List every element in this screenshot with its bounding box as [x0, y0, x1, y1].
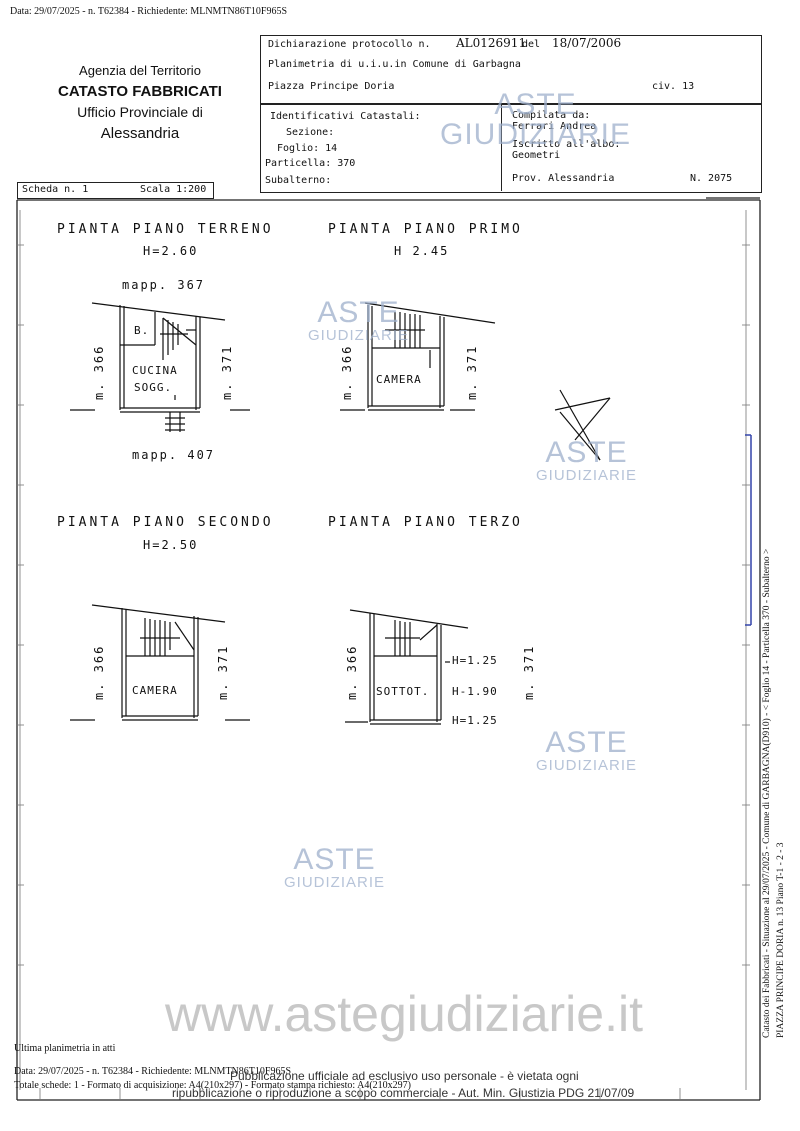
terreno-room-cucina: CUCINA — [132, 364, 178, 377]
plan-title-primo: PIANTA PIANO PRIMO — [328, 222, 523, 237]
compiled-label: Compilata da: — [512, 110, 591, 121]
compiler-number: N. 2075 — [690, 173, 733, 184]
plan-title-terzo: PIANTA PIANO TERZO — [328, 515, 523, 530]
terzo-left-label: m. 366 — [345, 644, 359, 700]
secondo-left-label: m. 366 — [92, 644, 106, 700]
compiler-name: Ferrari Andrea — [512, 121, 597, 132]
identifiers-box — [260, 103, 762, 193]
terzo-height-3: H=1.25 — [452, 714, 498, 727]
terzo-right-label: m. 371 — [522, 644, 536, 700]
aste-watermark: ASTE GIUDIZIARIE — [284, 843, 386, 891]
compiler-province: Prov. Alessandria — [512, 173, 615, 184]
terreno-left-label: m. 366 — [92, 344, 106, 400]
terreno-room-bagno: B. — [134, 324, 150, 337]
watermark-giudiziarie-4: GIUDIZIARIE — [536, 757, 638, 774]
notice-line2: ripubblicazione o riproduzione a scopo c… — [172, 1086, 635, 1100]
compiler-profession: Geometri — [512, 150, 561, 161]
del-label: del — [522, 39, 541, 50]
plan-height-primo: H 2.45 — [394, 244, 450, 258]
primo-right-label: m. 371 — [465, 344, 479, 400]
terreno-top-label: mapp. 367 — [122, 278, 206, 292]
particella-value: Particella: 370 — [265, 158, 356, 169]
footer-totals: Totale schede: 1 - Formato di acquisizio… — [14, 1080, 411, 1091]
declaration-box — [260, 35, 762, 105]
scala-value: Scala 1:200 — [140, 184, 207, 195]
last-planimetry: Ultima planimetria in atti — [14, 1043, 116, 1054]
plan-title-secondo: PIANTA PIANO SECONDO — [57, 515, 274, 530]
terzo-room-sottotetto: SOTTOT. — [376, 685, 430, 698]
terreno-right-label: m. 371 — [220, 344, 234, 400]
watermark-aste-4: ASTE — [545, 726, 628, 759]
secondo-right-label: m. 371 — [216, 644, 230, 700]
watermark-aste-5: ASTE — [293, 843, 376, 876]
watermark-giudiziarie-1: GIUDIZIARIE — [440, 118, 632, 151]
aste-watermark: ASTE GIUDIZIARIE — [440, 90, 631, 150]
agency-name: Agenzia del Territorio — [79, 63, 201, 78]
secondo-room-camera: CAMERA — [132, 684, 178, 697]
scheda-box — [17, 182, 214, 199]
identifiers-title: Identificativi Catastali: — [270, 111, 421, 122]
watermark-aste-1: ASTE — [494, 88, 577, 121]
notice-line1: Pubblicazione ufficiale ad esclusivo uso… — [230, 1069, 579, 1083]
terzo-height-2: H-1.90 — [452, 685, 498, 698]
agency-city: Alessandria — [100, 125, 180, 142]
plan-title-terreno: PIANTA PIANO TERRENO — [57, 222, 274, 237]
terreno-bottom-label: mapp. 407 — [132, 448, 216, 462]
watermark-aste-2: ASTE — [317, 296, 400, 329]
sezione-label: Sezione: — [286, 127, 335, 138]
terreno-room-sogg: SOGG. — [134, 381, 173, 394]
terzo-height-1: H=1.25 — [452, 654, 498, 667]
plan-height-secondo: H=2.50 — [143, 538, 199, 552]
watermark-giudiziarie-2: GIUDIZIARIE — [308, 327, 410, 344]
agency-division: CATASTO FABBRICATI — [58, 83, 222, 100]
scheda-number: Scheda n. 1 — [22, 184, 89, 195]
foglio-value: Foglio: 14 — [277, 143, 338, 154]
enrolled-label: Iscritto all'albo: — [512, 139, 621, 150]
site-watermark: www.astegiudiziarie.it — [165, 986, 643, 1042]
aste-watermark: ASTE GIUDIZIARIE — [536, 436, 638, 484]
protocol-number: AL0126911 — [456, 36, 527, 50]
box-divider — [501, 103, 502, 191]
primo-room-camera: CAMERA — [376, 373, 422, 386]
aste-watermark: ASTE GIUDIZIARIE — [536, 726, 638, 774]
primo-left-label: m. 366 — [340, 344, 354, 400]
civic-number: civ. 13 — [652, 81, 695, 92]
agency-block: Agenzia del Territorio CATASTO FABBRICAT… — [40, 60, 240, 144]
watermark-giudiziarie-3: GIUDIZIARIE — [536, 467, 638, 484]
watermark-aste-3: ASTE — [545, 436, 628, 469]
declaration-label: Dichiarazione protocollo n. — [268, 39, 431, 50]
address-line: Piazza Principe Doria — [268, 81, 395, 92]
side-text-line1: Catasto dei Fabbricati - Situazione al 2… — [762, 548, 772, 1038]
protocol-date: 18/07/2006 — [552, 36, 622, 50]
header-meta: Data: 29/07/2025 - n. T62384 - Richieden… — [10, 6, 288, 17]
aste-watermark: ASTE GIUDIZIARIE — [308, 296, 410, 344]
plan-height-terreno: H=2.60 — [143, 244, 199, 258]
side-text-line2: PIAZZA PRINCIPE DORIA n. 13 Piano T-1 - … — [776, 842, 786, 1038]
watermark-giudiziarie-5: GIUDIZIARIE — [284, 874, 386, 891]
agency-office: Ufficio Provinciale di — [77, 104, 203, 120]
subalterno-label: Subalterno: — [265, 175, 332, 186]
footer-meta: Data: 29/07/2025 - n. T62384 - Richieden… — [14, 1066, 292, 1077]
planimetria-line: Planimetria di u.i.u.in Comune di Garbag… — [268, 59, 521, 70]
